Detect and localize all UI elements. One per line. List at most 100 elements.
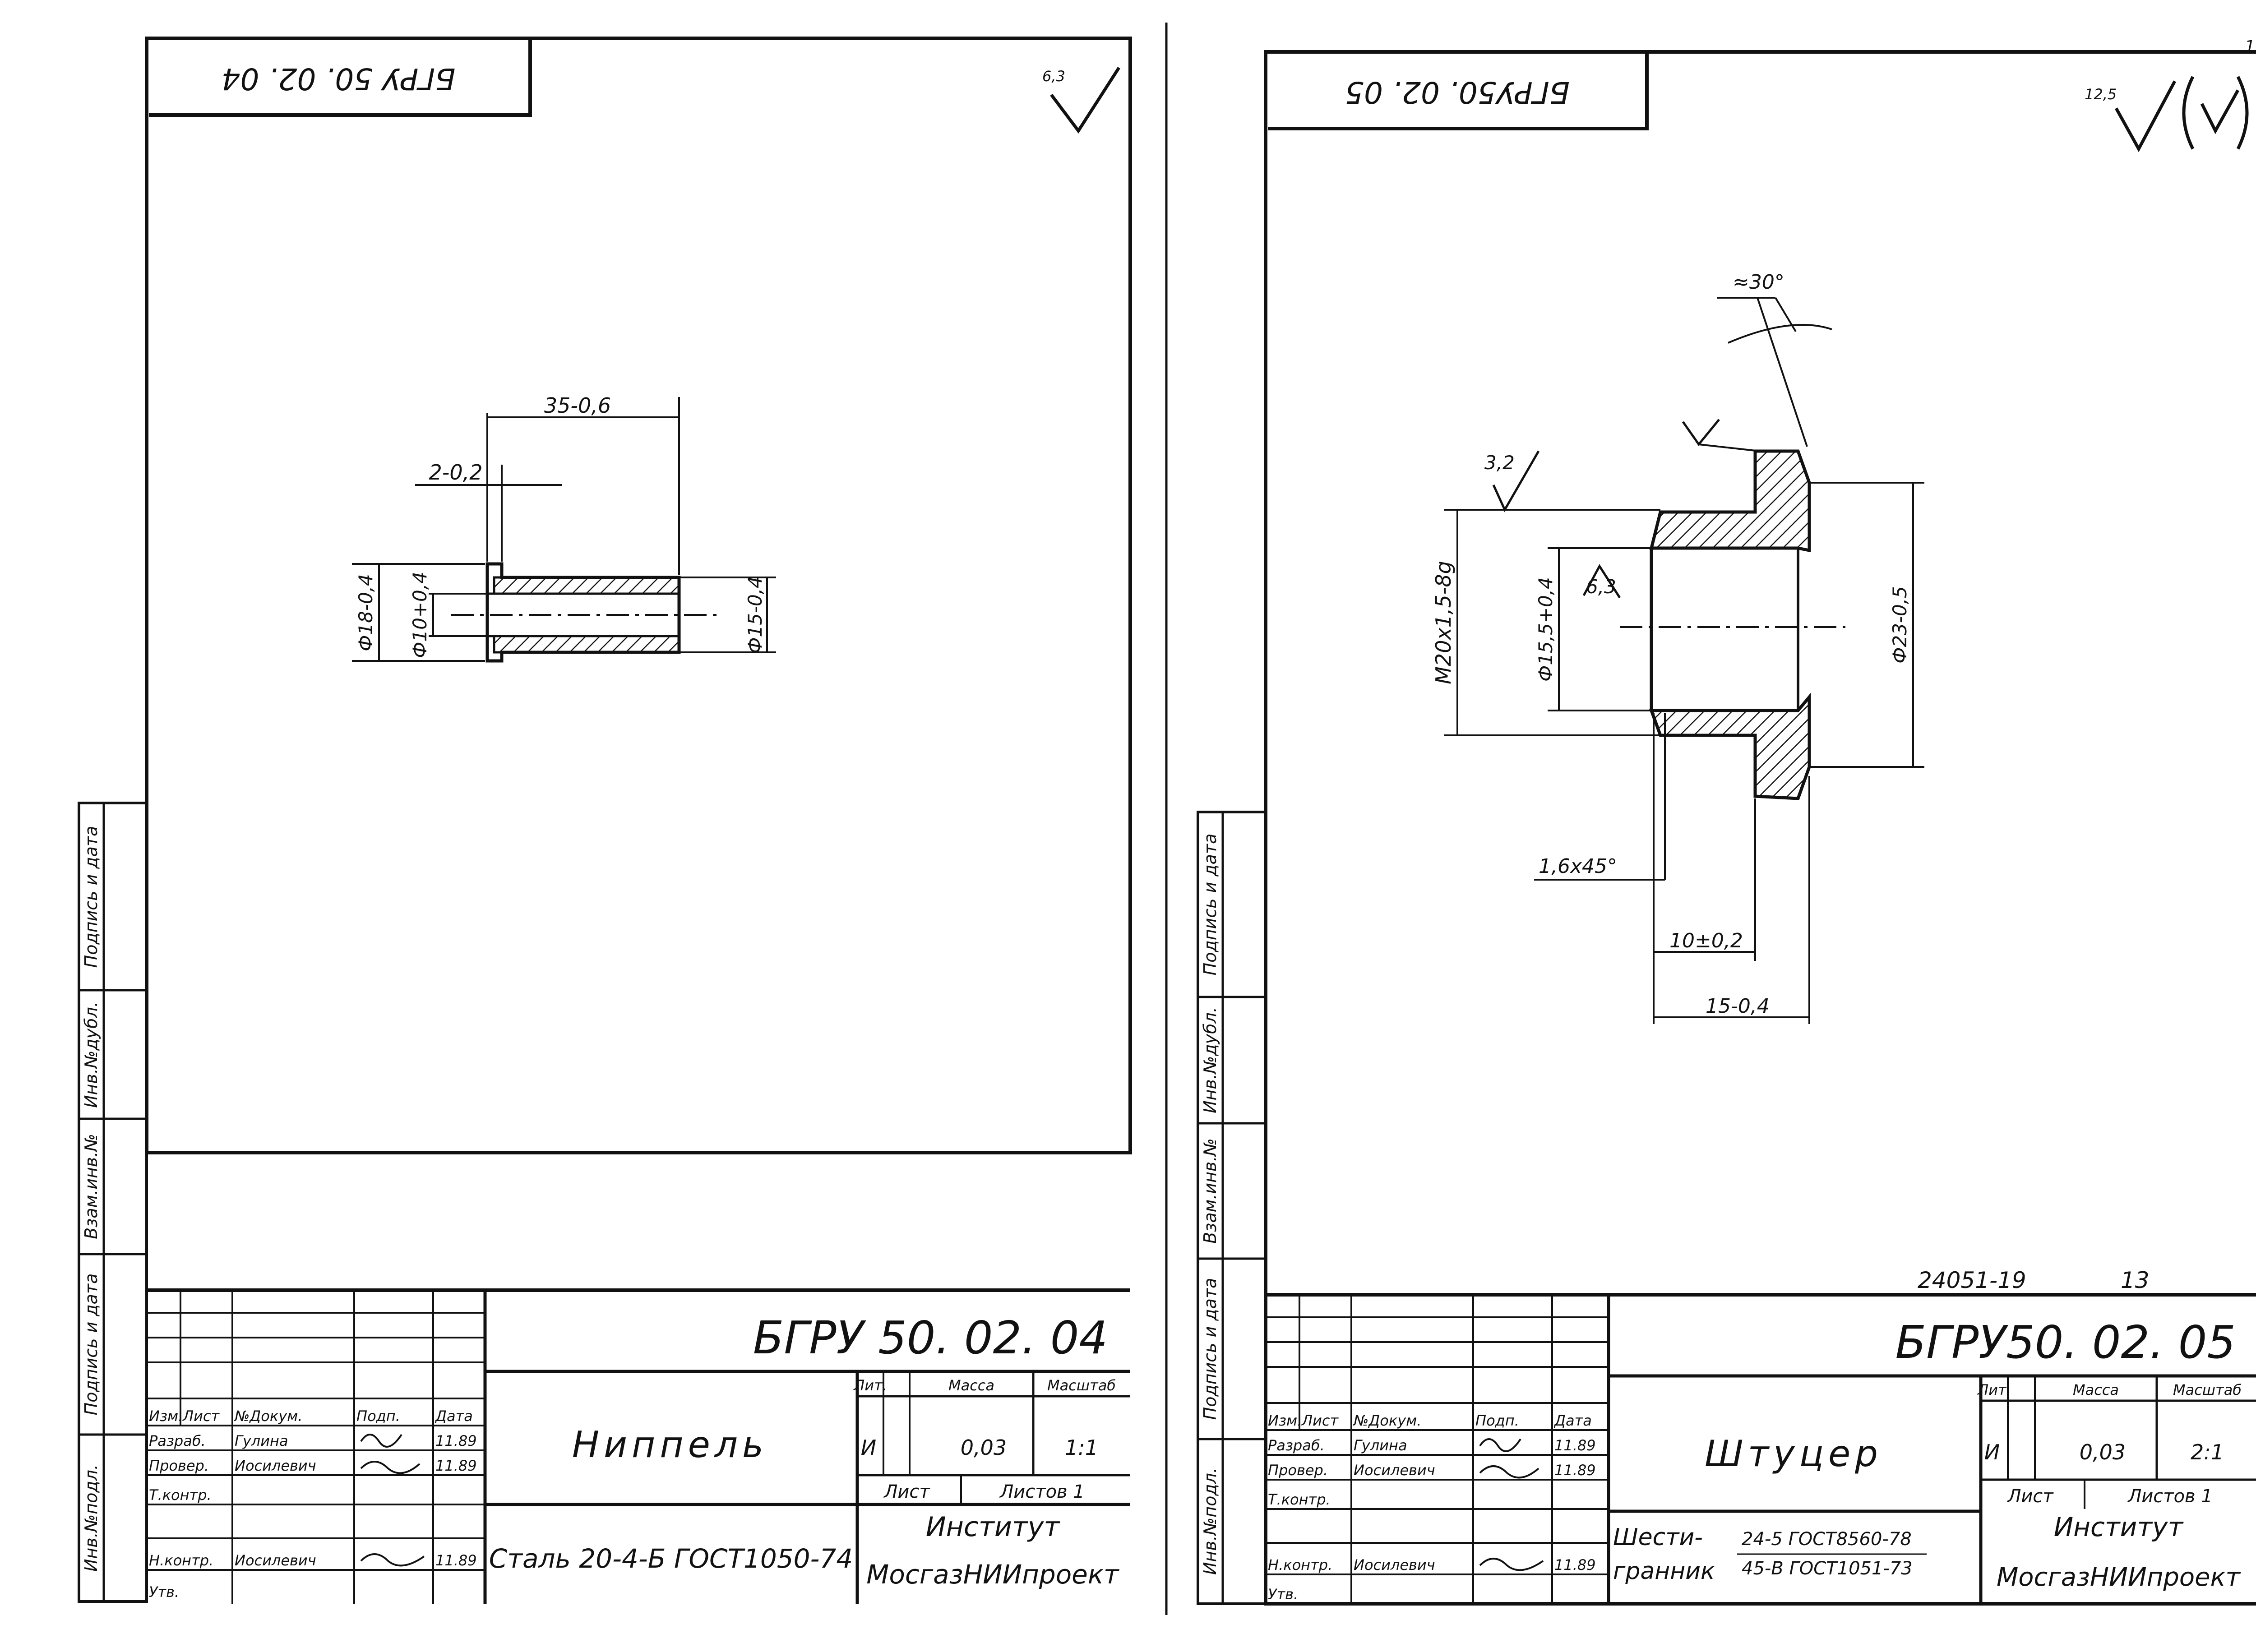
dim-len2: 15-0,4 — [1706, 995, 1770, 1018]
date-nkontr: 11.89 — [435, 1552, 477, 1569]
side-inv-podl-r: Инв.№подл. — [1200, 1467, 1220, 1575]
dim-d-body: Ф15-0,4 — [744, 576, 766, 654]
scale-value: 1:1 — [1065, 1435, 1098, 1460]
signature-razrab — [360, 1434, 402, 1448]
side-podp-data-r: Подпись и дата — [1200, 1278, 1220, 1420]
role-utv: Утв. — [149, 1583, 179, 1601]
head-podp: Подп. — [356, 1407, 400, 1425]
left-frame — [145, 37, 1132, 1154]
mass-value-r: 0,03 — [2080, 1440, 2126, 1464]
dim-rough1: 3,2 — [1484, 452, 1515, 474]
name-razrab: Гулина — [235, 1432, 288, 1449]
sheet-label: Лист — [883, 1481, 930, 1502]
head-data: Дата — [435, 1407, 473, 1425]
side-stamp-left: Подпись и дата Инв.№дубл. Взам.инв.№ Под… — [78, 802, 148, 1603]
side-podp-data-2-r: Подпись и дата — [1200, 834, 1220, 976]
date-razrab: 11.89 — [435, 1432, 477, 1449]
mass-head: Масса — [948, 1377, 994, 1394]
side-vzam-r: Взам.инв.№ — [1200, 1138, 1220, 1244]
right-title-name: Штуцер — [1705, 1433, 1882, 1475]
dim-d-bore-right: Ф15,5+0,4 — [1535, 577, 1557, 682]
name-nkontr-r: Иосилевич — [1354, 1556, 1435, 1574]
dim-d-flange: Ф18-0,4 — [355, 574, 377, 651]
left-title-code: БГРУ 50. 02. 04 — [753, 1311, 1108, 1364]
name-razrab-r: Гулина — [1354, 1437, 1407, 1454]
side-inv-podl: Инв.№подл. — [81, 1464, 101, 1572]
head-izm: Изм. — [149, 1407, 183, 1425]
role-utv-r: Утв. — [1268, 1586, 1298, 1603]
lit-value: И — [861, 1435, 876, 1460]
archive-page: 13 — [2121, 1267, 2150, 1293]
head-podp-r: Подп. — [1475, 1412, 1519, 1429]
role-nkontr-r: Н.контр. — [1268, 1556, 1332, 1574]
mass-head-r: Масса — [2073, 1381, 2119, 1398]
left-material: Сталь 20-4-Б ГОСТ1050-74 — [489, 1543, 853, 1574]
role-razrab: Разраб. — [149, 1432, 206, 1449]
right-code-stamp: БГРУ50. 02. 05 — [1268, 52, 1649, 130]
date-prover: 11.89 — [435, 1457, 477, 1474]
mass-value: 0,03 — [961, 1435, 1007, 1460]
right-code-stamp-text: БГРУ50. 02. 05 — [1345, 75, 1570, 110]
scale-value-r: 2:1 — [2191, 1440, 2224, 1464]
signature-prover — [360, 1461, 421, 1474]
role-prover-r: Провер. — [1268, 1462, 1328, 1479]
org-line2-r: МосгазНИИпроект — [1997, 1563, 2241, 1592]
nipple-part-view: 35-0,6 2-0,2 Ф18-0,4 Ф10+0,4 Ф15-0,4 — [352, 393, 776, 663]
dim-length: 35-0,6 — [544, 393, 611, 418]
side-podp-data: Подпись и дата — [81, 1274, 101, 1416]
name-prover-r: Иосилевич — [1354, 1462, 1435, 1479]
org-line1-r: Институт — [2054, 1512, 2184, 1542]
head-ndok: №Докум. — [234, 1407, 302, 1425]
dim-thread: M20x1,5-8g — [1431, 561, 1456, 684]
date-razrab-r: 11.89 — [1554, 1437, 1596, 1454]
head-izm-r: Изм. — [1268, 1412, 1302, 1429]
scale-head: Масштаб — [1047, 1377, 1116, 1394]
signature-prover-r — [1479, 1465, 1539, 1479]
left-code-stamp-text: БГРУ 50. 02. 04 — [222, 61, 456, 96]
role-razrab-r: Разраб. — [1268, 1437, 1325, 1454]
side-inv-dubl: Инв.№дубл. — [81, 1001, 101, 1108]
scale-head-r: Масштаб — [2173, 1381, 2242, 1398]
dim-flange: 2-0,2 — [429, 460, 482, 485]
head-list: Лист — [182, 1407, 220, 1425]
right-roughness-symbol: 12,5 — [2085, 76, 2249, 152]
material-2: гранник — [1613, 1558, 1715, 1585]
head-list-r: Лист — [1301, 1412, 1339, 1429]
dim-d-bore: Ф10+0,4 — [409, 572, 431, 658]
left-roughness-symbol: 6,3 — [1042, 67, 1120, 134]
lit-head-r: Лит. — [1977, 1381, 2011, 1398]
left-title-block: БГРУ 50. 02. 04 Ниппель Сталь 20-4-Б ГОС… — [147, 1288, 1130, 1604]
signature-nkontr-r — [1479, 1558, 1544, 1571]
org-line1: Институт — [926, 1511, 1061, 1543]
name-nkontr: Иосилевич — [235, 1552, 316, 1569]
dim-rough2: 6,3 — [1586, 576, 1616, 598]
sheet-label-r: Лист — [2006, 1486, 2054, 1507]
union-part-view: ≈30° 3,2 6,3 M20x1,5-8g Ф15,5+0,4 Ф23-0,… — [1431, 271, 1924, 1024]
right-sheet: БГРУ50. 02. 05 12,5 — [1264, 50, 2256, 1606]
lit-head: Лит. — [853, 1377, 887, 1394]
role-tkontr: Т.контр. — [149, 1486, 212, 1504]
head-data-r: Дата — [1553, 1412, 1592, 1429]
org-line2: МосгазНИИпроект — [866, 1559, 1120, 1590]
side-vzam: Взам.инв.№ — [81, 1134, 101, 1239]
right-title-block: БГРУ50. 02. 05 Штуцер Шести- гранник 24-… — [1266, 1293, 2256, 1604]
dim-chamfer: 1,6x45° — [1539, 855, 1617, 878]
name-prover: Иосилевич — [235, 1457, 316, 1474]
role-tkontr-r: Т.контр. — [1268, 1491, 1331, 1508]
signature-razrab-r — [1479, 1438, 1521, 1452]
right-title-code: БГРУ50. 02. 05 — [1895, 1316, 2236, 1369]
side-podp-data-2: Подпись и дата — [81, 826, 101, 968]
dim-angle: ≈30° — [1733, 271, 1784, 294]
material-4: 45-В ГОСТ1051-73 — [1742, 1558, 1913, 1579]
left-title-name: Ниппель — [572, 1424, 768, 1466]
signature-nkontr — [360, 1553, 425, 1567]
left-code-stamp: БГРУ 50. 02. 04 — [149, 38, 532, 117]
role-nkontr: Н.контр. — [149, 1552, 213, 1569]
material-3: 24-5 ГОСТ8560-78 — [1742, 1529, 1912, 1550]
date-nkontr-r: 11.89 — [1554, 1556, 1596, 1574]
left-sheet: БГРУ 50. 02. 04 6,3 — [145, 37, 1132, 1604]
side-stamp-right: Подпись и дата Инв.№дубл. Взам.инв.№ Под… — [1197, 811, 1267, 1605]
dim-d-hex: Ф23-0,5 — [1889, 586, 1911, 664]
material-1: Шести- — [1613, 1524, 1703, 1551]
